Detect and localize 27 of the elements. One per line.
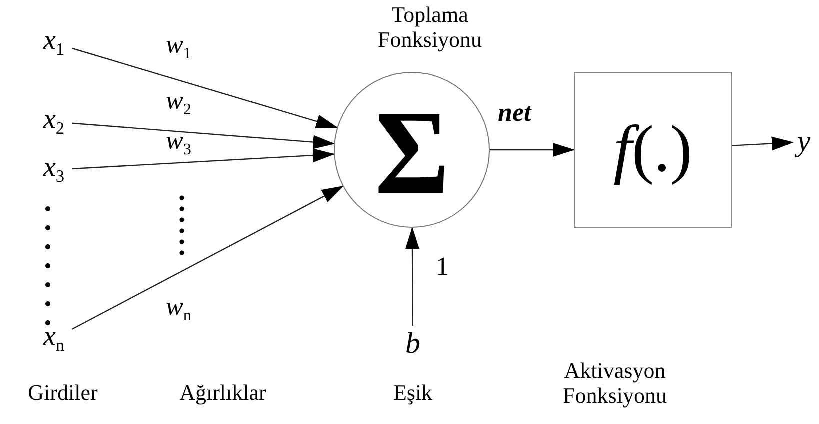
variable-label-text: x$_{2}$ <box>43 106 65 138</box>
part-label: Eşik <box>392 380 434 406</box>
edge-label: w$_{1}$ <box>166 30 192 64</box>
arrow <box>72 122 336 150</box>
variable-label-text: x$_{1}$ <box>43 27 65 59</box>
arrow <box>490 143 575 157</box>
part-label: Ağırlıklar <box>178 380 268 406</box>
arrow <box>732 136 794 151</box>
activation-box <box>574 72 732 228</box>
part-label: Aktivasyon Fonksiyonu <box>562 358 668 409</box>
edge-label: net <box>498 98 532 128</box>
node-caption: Toplama Fonksiyonu <box>377 2 483 53</box>
sigma-symbol: Σ <box>374 93 450 213</box>
arrow <box>406 227 420 326</box>
edge-label: w$_{2}$ <box>166 86 192 120</box>
variable-label-text: y <box>797 127 811 157</box>
edge-label: w$_{3}$ <box>166 126 192 160</box>
variable-label-text: x$_{n}$ <box>43 323 65 355</box>
edge-label: 1 <box>436 252 449 282</box>
arrow <box>72 48 338 128</box>
variable-label-text: x$_{3}$ <box>43 154 65 186</box>
function-label: f(.) <box>614 117 692 183</box>
arrow <box>72 186 344 330</box>
edge-label: w$_{n}$ <box>166 292 192 326</box>
part-label: Girdiler <box>27 380 99 406</box>
variable-label-text: b <box>406 329 420 359</box>
arrow <box>72 148 336 170</box>
